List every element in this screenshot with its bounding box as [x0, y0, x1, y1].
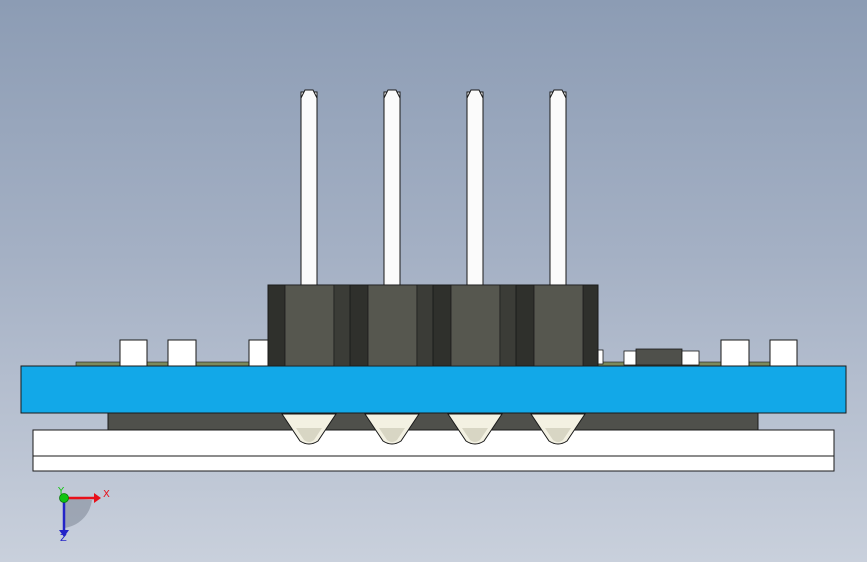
triad-y-axis-dot — [59, 493, 69, 503]
header-pin-cap-1 — [300, 89, 318, 99]
pin-header-housing — [267, 284, 599, 367]
triad-x-label: X — [103, 489, 110, 500]
header-pin-3 — [466, 91, 484, 286]
smd-pad-3 — [248, 339, 270, 367]
reference-triad[interactable]: X Y Z — [57, 486, 110, 544]
header-pin-1 — [300, 91, 318, 286]
base-plate-top — [32, 429, 835, 457]
header-pin-cap-2 — [383, 89, 401, 99]
header-segment-2 — [367, 284, 418, 367]
header-divider-3 — [499, 284, 517, 367]
header-pin-4 — [549, 91, 567, 286]
smd-components — [119, 339, 798, 367]
triad-z-arrow — [59, 530, 69, 537]
smd-pad-8 — [769, 339, 798, 367]
triad-y-label: Y — [57, 486, 65, 497]
triad-z-label: Z — [60, 533, 67, 544]
header-pin-cap-3 — [466, 89, 484, 99]
header-pin-cap-4 — [549, 89, 567, 99]
header-pin-2 — [383, 91, 401, 286]
smd-pad-2 — [167, 339, 197, 367]
pcb-board — [20, 365, 847, 414]
pin-tip-shade-1 — [296, 428, 322, 442]
header-divider-2 — [416, 284, 434, 367]
smd-pad-1 — [119, 339, 148, 367]
pin-tip-shade-4 — [545, 428, 571, 442]
smd-pad-6 — [681, 350, 700, 366]
triad-shadow — [64, 498, 92, 528]
smd-ic-body — [635, 348, 683, 366]
header-pins — [300, 89, 567, 286]
pin-tip-shade-3 — [462, 428, 488, 442]
smd-pad-4 — [597, 349, 604, 365]
smd-pad-7 — [720, 339, 750, 367]
header-divider-1 — [333, 284, 351, 367]
pin-tips — [281, 413, 586, 445]
header-segment-3 — [450, 284, 501, 367]
header-segment-1 — [284, 284, 335, 367]
smd-pad-5 — [623, 350, 637, 366]
pin-tip-shade-2 — [379, 428, 405, 442]
header-segment-4 — [533, 284, 584, 367]
lower-housing — [107, 411, 759, 431]
base-plate-bottom — [32, 455, 835, 472]
triad-x-arrow — [94, 493, 101, 503]
base-plate — [32, 429, 835, 472]
